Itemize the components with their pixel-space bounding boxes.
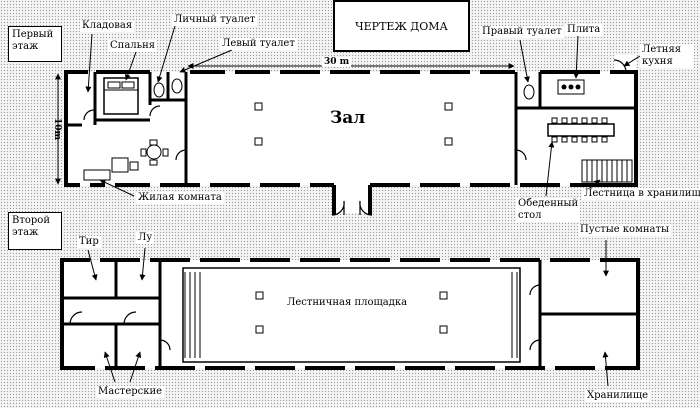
second-floor-label: Второй этаж [8,212,62,250]
summer-kitchen-label: Летняя кухня [640,44,694,68]
personal-toilet-label: Личный туалет [172,14,258,26]
shooting-range-label: Тир [77,236,101,248]
pantry-label: Кладовая [80,20,135,32]
landing-label: Лестничная площадка [287,297,408,308]
drawing-title: ЧЕРТЕЖ ДОМА [333,0,470,52]
living-room-label: Жилая комната [136,192,224,204]
stove-label: Плита [565,24,603,36]
right-toilet-label: Правый туалет [480,26,564,38]
bedroom-label: Спальня [108,40,158,52]
hall-label: Зал [330,108,366,128]
first-floor-plan [55,55,638,216]
length-dimension: 30 m [322,57,352,67]
dining-table-label: Обеденный стол [516,198,580,222]
stairs-storage-label: Лестница в хранилище [582,188,700,200]
width-dimension: 10m [52,118,62,141]
storage-label: Хранилище [585,390,651,402]
empty-rooms-label: Пустые комнаты [578,224,671,236]
first-floor-label: Первый этаж [8,26,62,62]
left-toilet-label: Левый туалет [220,38,297,50]
workshops-label: Мастерские [96,386,165,398]
second-floor-plan [60,258,640,370]
lu-label: Лу [136,232,155,244]
